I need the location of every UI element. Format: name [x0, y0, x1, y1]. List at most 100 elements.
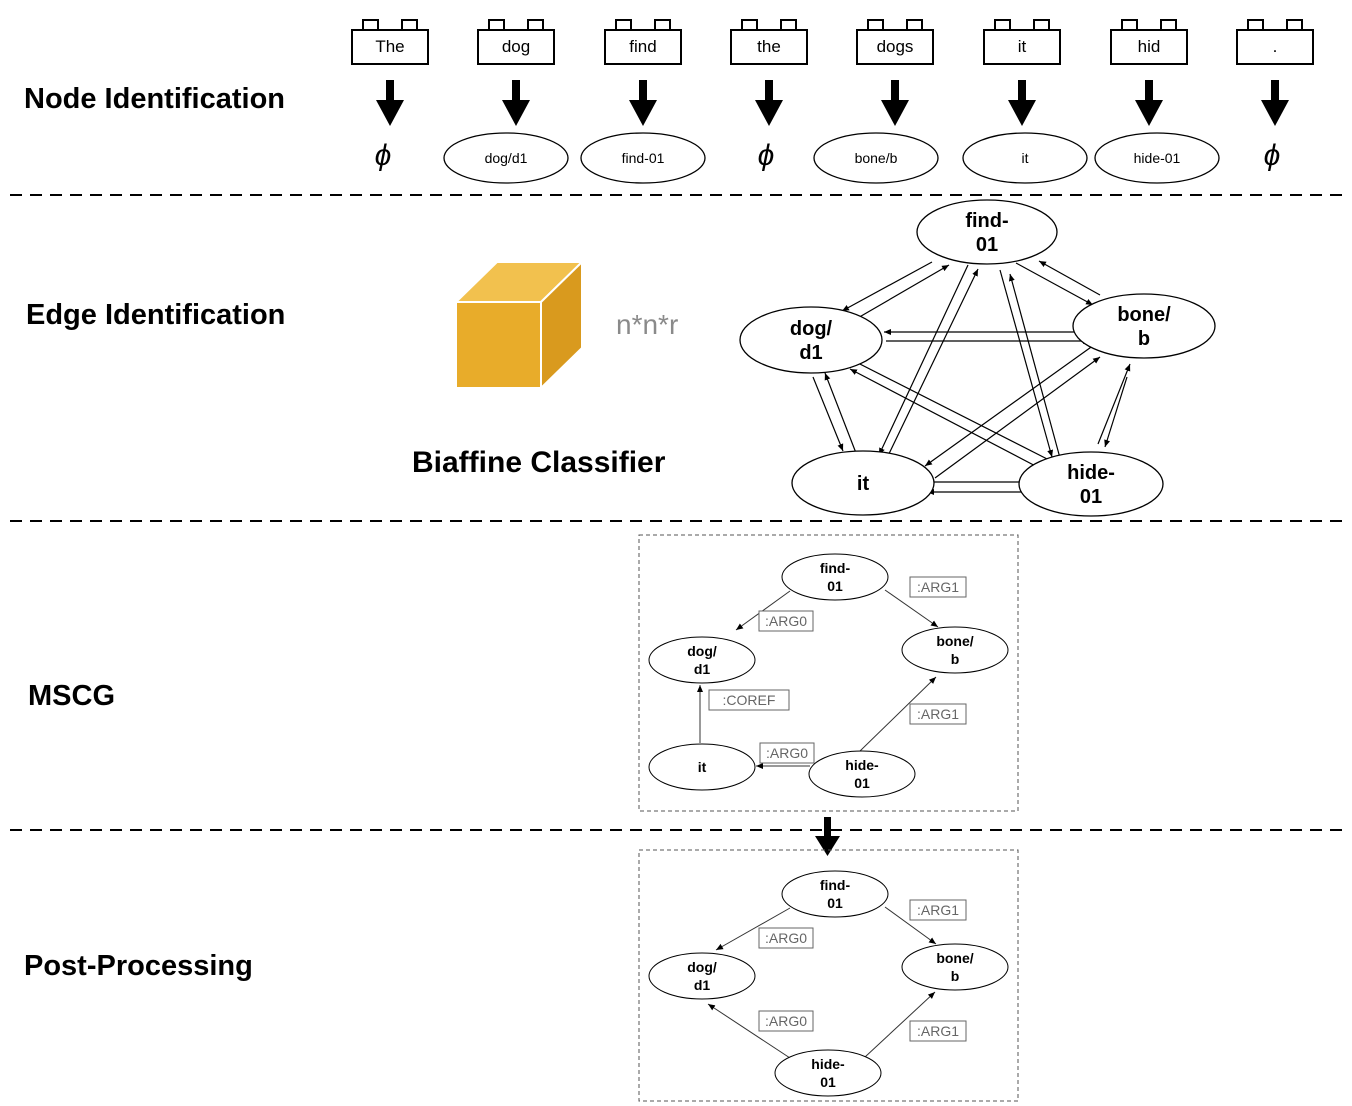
graph-node-label: 01: [854, 775, 870, 791]
down-arrow-icon: [1135, 80, 1163, 126]
identified-node-label: it: [1022, 150, 1029, 166]
identified-node-label: hide-01: [1134, 150, 1181, 166]
identified-node-label: dog/d1: [485, 150, 528, 166]
edge-it-dog: [824, 372, 857, 454]
token-text: dog: [502, 37, 530, 56]
edge-bone-find: [1038, 260, 1101, 296]
graph-node-label: b: [1138, 328, 1150, 350]
null-node-symbol: ϕ: [1264, 139, 1281, 172]
edge-hide-bone: [864, 991, 936, 1058]
edge-hide-dog: [849, 368, 1046, 472]
graph-node-label: bone/: [936, 633, 973, 649]
graph-node-label: bone/: [1117, 304, 1171, 326]
identified-node-label: find-01: [622, 150, 665, 166]
edge-label-box: :ARG0: [758, 927, 814, 949]
edge-hide-bone: [859, 676, 937, 752]
graph-node-find: find- 01: [781, 870, 889, 918]
token-text: it: [1018, 37, 1027, 56]
down-arrow-icon: [502, 80, 530, 126]
graph-node-label: 01: [827, 895, 843, 911]
graph-node-label: dog/: [687, 643, 717, 659]
token-block: hid: [1110, 19, 1188, 65]
edge-label-box: :ARG0: [758, 610, 814, 632]
down-arrow-icon: [1008, 80, 1036, 126]
token-block: .: [1236, 19, 1314, 65]
section-label-mscg: MSCG: [28, 680, 115, 712]
down-arrow-icon: [815, 817, 840, 856]
graph-node-find: find-01: [916, 199, 1058, 265]
graph-node-label: 01: [820, 1074, 836, 1090]
edge-label-box: :ARG0: [759, 742, 815, 764]
down-arrow-icon: [1261, 80, 1289, 126]
edge-label-box: :ARG1: [909, 899, 967, 921]
token-text: find: [629, 37, 656, 56]
edge-dog-it: [812, 376, 844, 452]
down-arrow-icon: [376, 80, 404, 126]
graph-node-label: dog/: [687, 959, 717, 975]
graph-node-label: dog/: [790, 318, 833, 340]
graph-node-label: 01: [827, 578, 843, 594]
edge-label: :ARG1: [917, 1023, 959, 1039]
identified-node: bone/b: [813, 132, 939, 184]
edge-label: :ARG0: [765, 613, 807, 629]
edge-find-hide: [999, 269, 1054, 458]
token-block: the: [730, 19, 808, 65]
graph-node-it: it: [648, 743, 756, 791]
edge-find-dog: [715, 907, 791, 951]
post-processing-graph: :ARG0:ARG1:ARG0:ARG1find-01dog/d1bone/bh…: [648, 870, 1009, 1097]
edge-it-find: [884, 268, 979, 463]
edge-find-bone: [1015, 262, 1094, 306]
post-processing-panel: [638, 849, 1019, 1102]
edge-hide-find: [1008, 273, 1061, 459]
edge-bone-hide: [1104, 376, 1128, 448]
down-arrow-icon: [755, 80, 783, 126]
edge-find-bone: [884, 906, 937, 945]
graph-node-label: it: [857, 473, 870, 495]
mscg-graph: :ARG0 :ARG1 :COREF :ARG0 :ARG1 find-01 dog/d1 b…: [648, 553, 1009, 798]
graph-node-label: find-: [965, 210, 1008, 232]
graph-node-label: find-: [820, 877, 851, 893]
graph-node-hide: hide-01: [808, 750, 916, 798]
edge-label: :ARG0: [765, 930, 807, 946]
edge-label: :ARG1: [917, 579, 959, 595]
edge-dog-hide: [851, 359, 1058, 465]
token-block: find: [604, 19, 682, 65]
graph-node-label: b: [951, 968, 960, 984]
section-label-post-processing: Post-Processing: [24, 950, 253, 982]
edge-bone-it: [924, 344, 1095, 467]
edge-label-box: :ARG1: [909, 703, 967, 725]
edge-label-box: :COREF: [708, 689, 790, 711]
graph-node-find: find-01: [781, 553, 889, 601]
tensor-dims-label: n*n*r: [616, 309, 679, 340]
token-text: hid: [1138, 37, 1161, 56]
down-arrow-icon: [881, 80, 909, 126]
down-arrow-icon: [629, 80, 657, 126]
token-text: the: [757, 37, 781, 56]
graph-node-dog: dog/d1: [648, 636, 756, 684]
identified-node: hide-01: [1094, 132, 1220, 184]
identified-node: dog/d1: [443, 132, 569, 184]
edge-label-box: :ARG1: [909, 1020, 967, 1042]
graph-node-label: d1: [694, 977, 711, 993]
edge-find-it: [878, 264, 969, 456]
graph-node-label: d1: [799, 342, 822, 364]
edge-label-box: :ARG0: [758, 1010, 814, 1032]
biaffine-classifier-label: Biaffine Classifier: [412, 446, 666, 479]
section-label-edge-identification: Edge Identification: [26, 299, 286, 331]
edge-hide-dog: [707, 1003, 791, 1059]
identified-node-label: bone/b: [855, 150, 898, 166]
mscg-panel: [638, 534, 1019, 812]
edge-it-bone: [934, 356, 1101, 479]
edge-label: :COREF: [723, 692, 776, 708]
token-block: it: [983, 19, 1061, 65]
edge-label: :ARG1: [917, 902, 959, 918]
token-block: The: [351, 19, 429, 65]
graph-node-label: 01: [976, 234, 998, 256]
edge-label-box: :ARG1: [909, 576, 967, 598]
graph-node-bone: bone/b: [1072, 293, 1216, 359]
identified-node: find-01: [580, 132, 706, 184]
